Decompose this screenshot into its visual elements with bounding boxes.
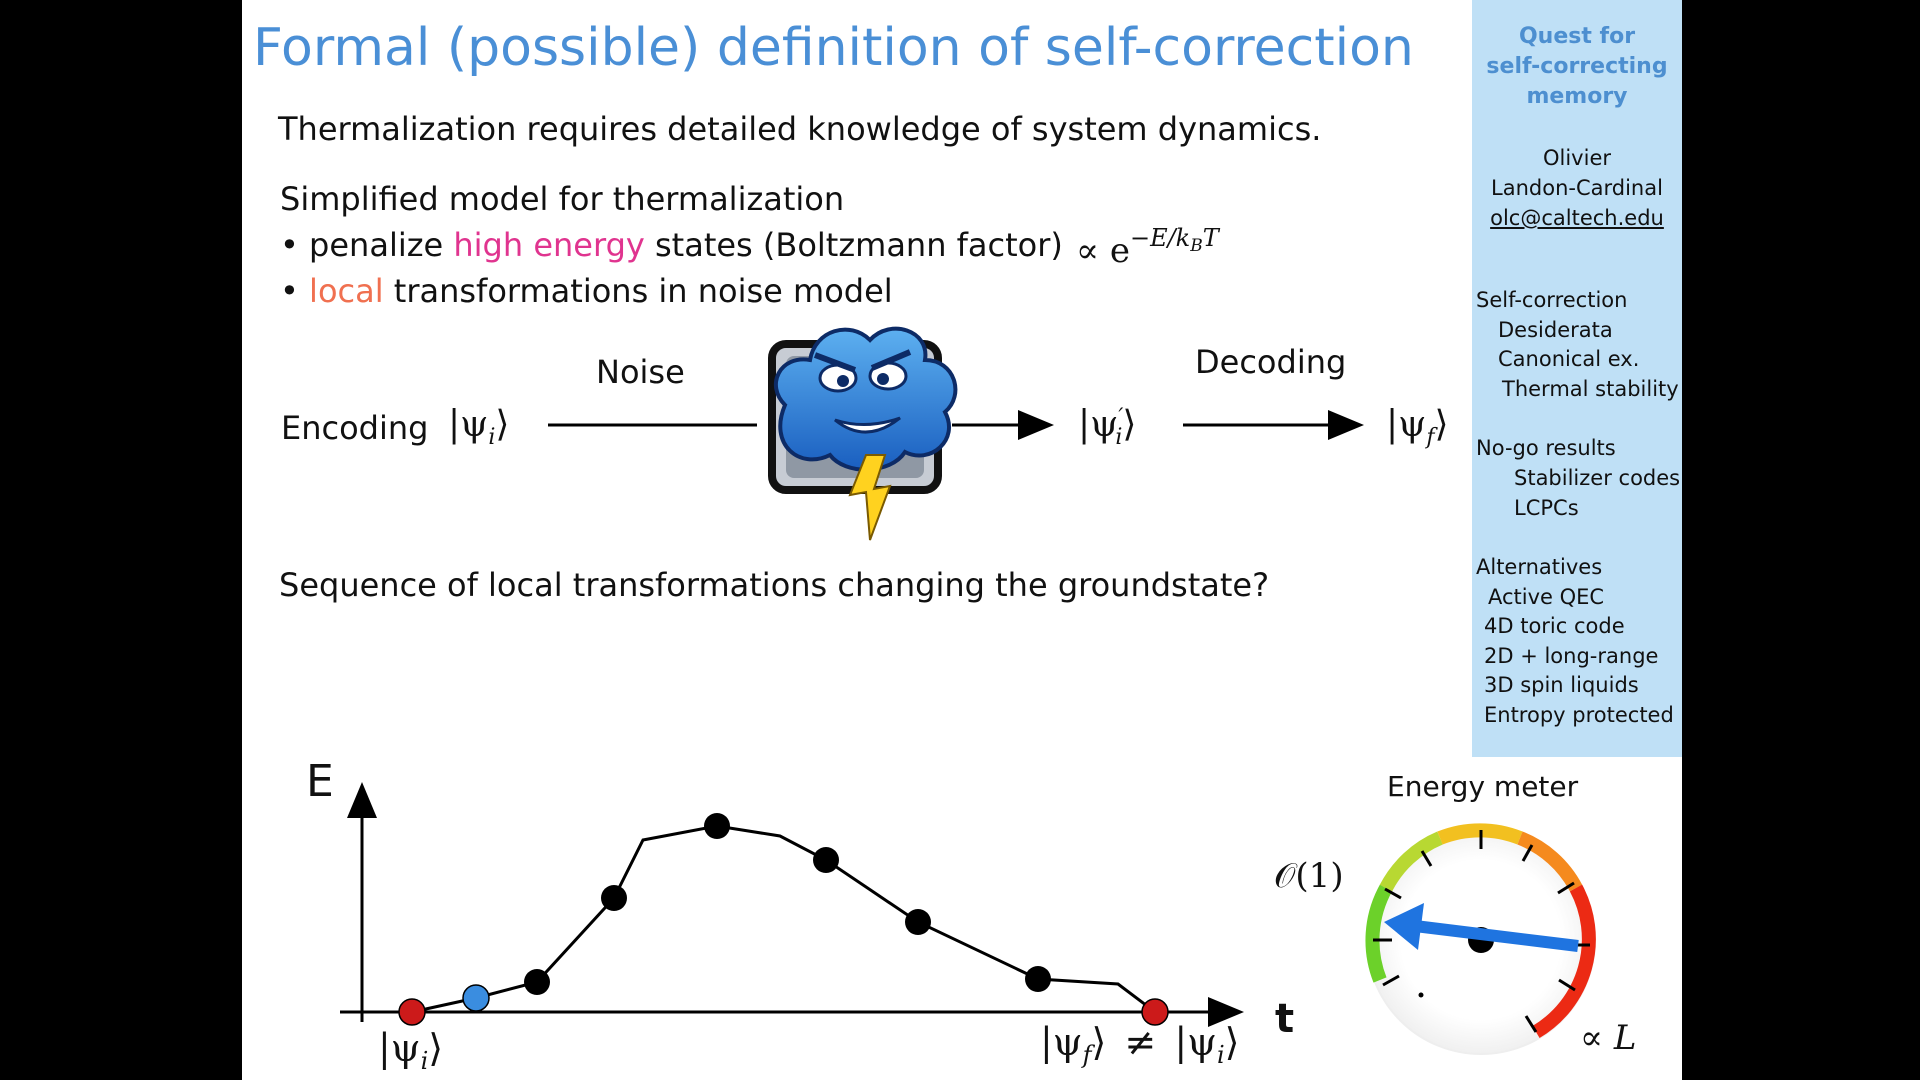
bullet-local: • local transformations in noise model — [280, 272, 893, 310]
author-last-name: Landon-Cardinal — [1491, 176, 1663, 200]
toc-item[interactable]: Desiderata — [1498, 318, 1613, 342]
ket-psi: |ψ — [1174, 1020, 1217, 1064]
energy-meter-gauge — [1365, 823, 1596, 1055]
highlight-local: local — [309, 272, 384, 310]
psi-i-prime-ket: |ψ′i⟩ — [1078, 404, 1136, 450]
ket-psi: |ψ — [1078, 404, 1119, 445]
ket-prime: ′ — [1118, 405, 1124, 430]
toc-item[interactable]: 3D spin liquids — [1484, 673, 1639, 697]
ket-sub: f — [1426, 425, 1435, 450]
ket-close: ⟩ — [1434, 404, 1449, 445]
noise-label: Noise — [596, 353, 685, 391]
start-point — [398, 998, 426, 1026]
meter-needle — [1414, 920, 1579, 952]
formula-base: ∝ e — [1076, 231, 1130, 271]
sidebar-title-line: self-correcting — [1486, 54, 1668, 79]
highlight-high-energy: high energy — [453, 226, 645, 264]
path-point — [601, 885, 627, 911]
ket-sub: f — [1082, 1041, 1092, 1069]
formula-exponent: −E/kBT — [1129, 224, 1219, 256]
ket-sub: i — [1216, 1041, 1225, 1069]
ket-sub: i — [420, 1047, 429, 1075]
meter-high-label: ∝ L — [1580, 1018, 1637, 1058]
path-point — [524, 969, 550, 995]
exponent-temperature: T — [1202, 224, 1219, 252]
toc-item[interactable]: Self-correction — [1476, 288, 1628, 312]
toc-item[interactable]: 4D toric code — [1484, 614, 1625, 638]
y-axis-label: E — [306, 756, 334, 807]
ket-psi: |ψ — [1040, 1020, 1083, 1064]
sidebar-title: Quest for self-correcting memory — [1472, 22, 1682, 112]
sidebar-title-line: memory — [1526, 84, 1628, 109]
start-state-label: |ψi⟩ — [378, 1026, 443, 1075]
bullet-text: states (Boltzmann factor) — [644, 226, 1063, 264]
toc-item[interactable]: Alternatives — [1476, 555, 1603, 579]
ket-close: ⟩ — [495, 404, 510, 445]
path-point — [813, 847, 839, 873]
encoding-label: Encoding — [281, 409, 429, 447]
decoding-label: Decoding — [1195, 343, 1347, 381]
psi-f-ket: |ψf⟩ — [1386, 404, 1449, 450]
ket-sub: i — [488, 425, 496, 450]
psi-i-ket: |ψi⟩ — [448, 404, 509, 450]
not-equal-sign: ≠ — [1124, 1020, 1157, 1064]
author-email-link[interactable]: olc@caltech.edu — [1490, 206, 1664, 230]
model-heading: Simplified model for thermalization — [280, 180, 845, 218]
sidebar-author: Olivier Landon-Cardinal olc@caltech.edu — [1472, 143, 1682, 233]
meter-needle-head — [1384, 903, 1424, 950]
bullet-text: • — [280, 272, 310, 310]
intro-sentence: Thermalization requires detailed knowled… — [278, 110, 1322, 148]
angry-storm-cloud-icon — [768, 326, 958, 541]
exponent-main: −E/k — [1129, 224, 1191, 252]
path-point — [1025, 966, 1051, 992]
boltzmann-formula: ∝ e−E/kBT — [1076, 224, 1219, 271]
ket-close: ⟩ — [1091, 1020, 1107, 1064]
ket-psi: |ψ — [1386, 404, 1427, 445]
sidebar-title-line: Quest for — [1518, 24, 1636, 49]
question-text: Sequence of local transformations changi… — [279, 566, 1270, 604]
slide-title: Formal (possible) definition of self-cor… — [253, 18, 1414, 78]
toc-item[interactable]: Canonical ex. — [1498, 347, 1640, 371]
x-axis-label: t — [1275, 996, 1295, 1042]
end-state-label: |ψf⟩ ≠ |ψi⟩ — [1040, 1020, 1239, 1069]
meter-low-label: 𝒪(1) — [1274, 856, 1344, 896]
exponent-sub: B — [1190, 236, 1203, 256]
toc-item[interactable]: No-go results — [1476, 436, 1616, 460]
ket-close: ⟩ — [428, 1026, 444, 1070]
toc-item[interactable]: LCPCs — [1514, 496, 1579, 520]
ket-close: ⟩ — [1122, 404, 1137, 445]
sidebar-panel: Quest for self-correcting memory Olivier… — [1472, 0, 1682, 757]
bullet-boltzmann: • penalize high energy states (Boltzmann… — [280, 226, 1063, 264]
ket-sub: i — [1115, 425, 1123, 450]
toc-item[interactable]: Thermal stability — [1502, 377, 1679, 401]
bullet-text: transformations in noise model — [383, 272, 893, 310]
toc-item[interactable]: Stabilizer codes — [1514, 466, 1681, 490]
ket-close: ⟩ — [1224, 1020, 1240, 1064]
toc-item[interactable]: Entropy protected — [1484, 703, 1674, 727]
path-point — [704, 813, 730, 839]
ket-psi: |ψ — [448, 404, 489, 445]
toc-item[interactable]: 2D + long-range — [1484, 644, 1659, 668]
ket-psi: |ψ — [378, 1026, 421, 1070]
author-first-name: Olivier — [1542, 146, 1611, 170]
path-point — [462, 984, 490, 1012]
bullet-text: • penalize — [280, 226, 454, 264]
energy-meter-title: Energy meter — [1387, 770, 1579, 803]
path-point — [905, 909, 931, 935]
end-point — [1141, 998, 1169, 1026]
toc-item[interactable]: Active QEC — [1488, 585, 1605, 609]
